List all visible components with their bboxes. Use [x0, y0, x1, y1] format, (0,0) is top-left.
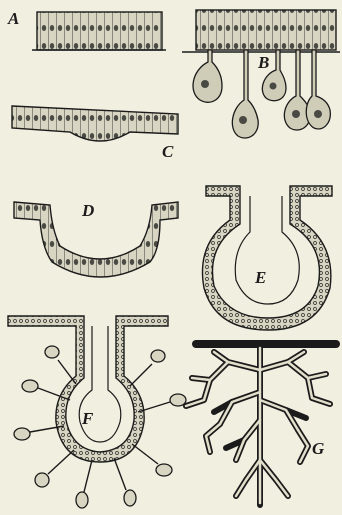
panel-label-b: B	[258, 54, 269, 71]
panel-label-c: C	[162, 143, 173, 160]
panel-f-compound-gland	[8, 316, 186, 508]
panel-c-epithelium	[12, 106, 178, 141]
panel-e-flask-gland	[202, 186, 332, 330]
panel-label-f: F	[82, 410, 93, 427]
panel-a-epithelium	[32, 12, 166, 50]
panel-label-a: A	[8, 10, 19, 27]
panel-label-d: D	[82, 202, 94, 219]
panel-label-g: G	[312, 440, 324, 457]
panel-d-invagination	[14, 202, 178, 277]
panel-b-unicellular-glands	[182, 10, 340, 138]
panel-label-e: E	[255, 269, 266, 286]
